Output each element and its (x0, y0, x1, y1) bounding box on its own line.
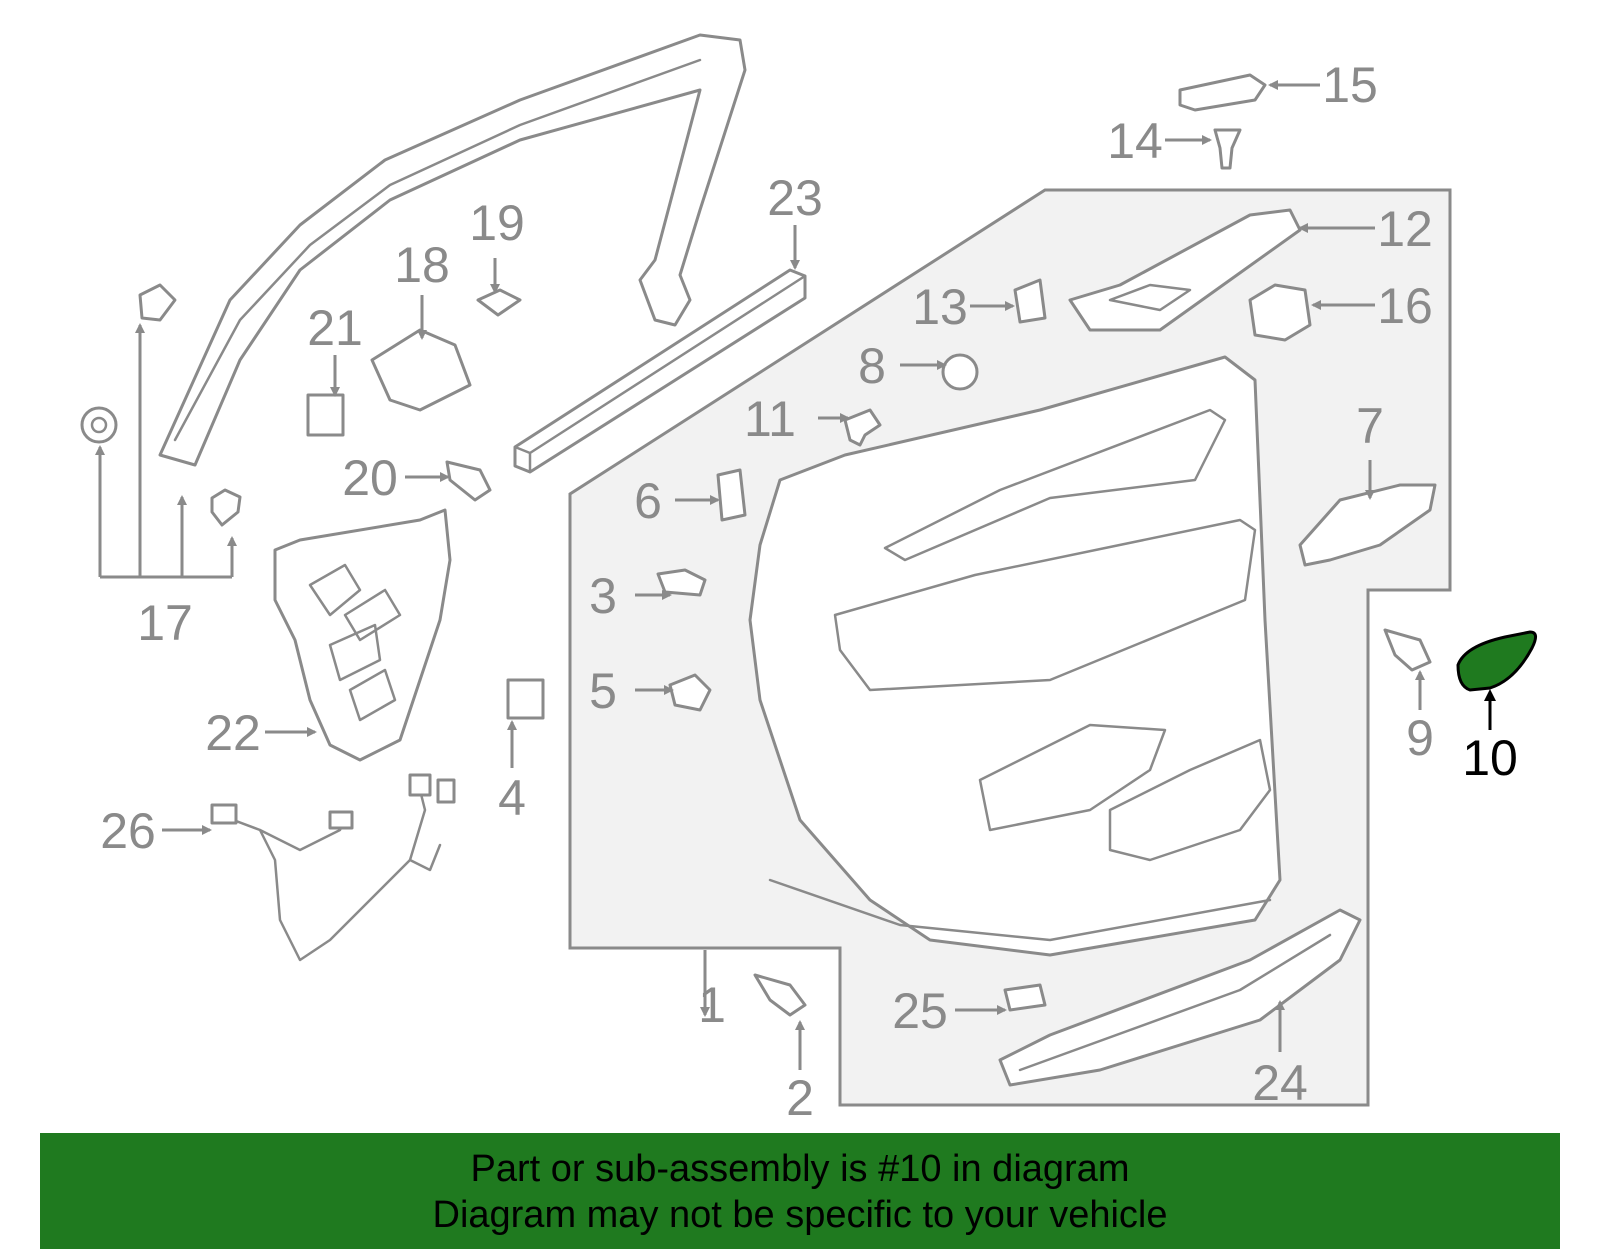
window-frame (158, 33, 747, 467)
callout-10: 10 (1462, 730, 1518, 786)
footer-line-part: Part or sub-assembly is #10 in diagram (470, 1148, 1130, 1190)
wiring-harness (210, 773, 456, 962)
small-parts (80, 128, 1432, 1017)
footer-line-disclaimer: Diagram may not be specific to your vehi… (432, 1194, 1168, 1236)
window-switch (1248, 283, 1312, 342)
callout-1: 1 (698, 977, 726, 1033)
callout-12: 12 (1377, 201, 1433, 257)
belt-weatherstrip (513, 268, 807, 474)
callout-2: 2 (786, 1070, 814, 1126)
callout-20: 20 (342, 450, 398, 506)
callout-26: 26 (100, 803, 156, 859)
callout-9: 9 (1406, 710, 1434, 766)
callout-22: 22 (205, 705, 261, 761)
callout-13: 13 (912, 279, 968, 335)
callout-25: 25 (892, 983, 948, 1039)
callout-6: 6 (634, 473, 662, 529)
callout-17: 17 (137, 595, 193, 651)
callout-8: 8 (858, 338, 886, 394)
callout-3: 3 (589, 568, 617, 624)
callout-24: 24 (1252, 1055, 1308, 1111)
lock-bezel (1178, 73, 1267, 112)
footer-banner: Part or sub-assembly is #10 in diagram D… (40, 1133, 1560, 1249)
callout-16: 16 (1377, 278, 1433, 334)
lower-trim-strip (998, 908, 1362, 1087)
inside-handle (1298, 483, 1437, 567)
callout-18: 18 (394, 237, 450, 293)
callout-labels: 1 2 3 4 5 6 7 8 9 10 11 12 13 14 15 16 1… (100, 57, 1518, 1126)
callout-15: 15 (1322, 57, 1378, 113)
callout-19: 19 (469, 195, 525, 251)
highlighted-part-10 (1456, 630, 1537, 692)
callout-14: 14 (1107, 113, 1163, 169)
window-regulator (273, 508, 452, 762)
callout-23: 23 (767, 170, 823, 226)
callout-21: 21 (307, 300, 363, 356)
leader-lines (95, 80, 1496, 1070)
callout-5: 5 (589, 663, 617, 719)
callout-4: 4 (498, 770, 526, 826)
callout-11: 11 (744, 391, 796, 447)
inner-door-panel (748, 355, 1282, 957)
callout-7: 7 (1356, 398, 1384, 454)
